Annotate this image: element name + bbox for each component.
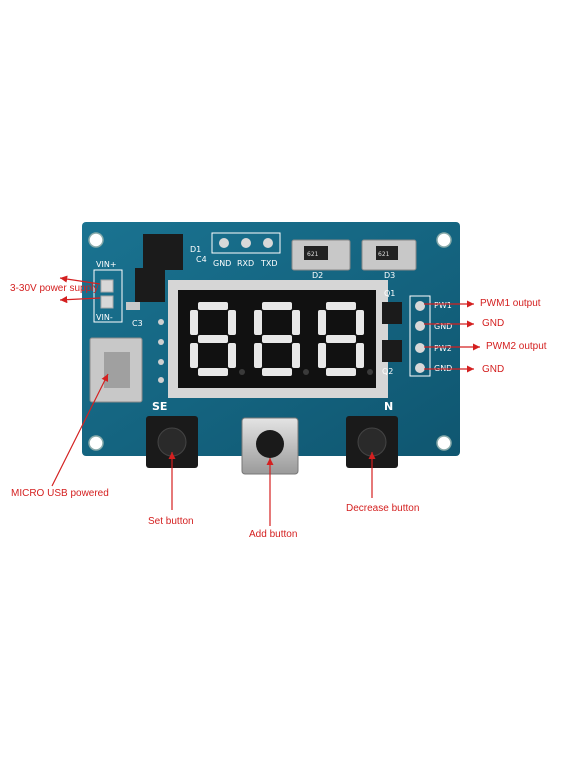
digit-2-segment-g xyxy=(262,335,292,343)
silk-d2: D2 xyxy=(312,271,323,280)
digit-2-segment-f xyxy=(254,310,262,335)
silk-c3: C3 xyxy=(132,319,143,328)
silk-q2: Q2 xyxy=(382,367,393,376)
silk-set: SE xyxy=(152,400,167,413)
resistor-d3 xyxy=(376,246,398,260)
callout-gnd-2: GND xyxy=(482,364,505,375)
callout-add-button: Add button xyxy=(249,529,298,540)
via xyxy=(158,377,164,383)
silk-rxd: RXD xyxy=(237,259,254,268)
mounting-hole xyxy=(436,232,452,248)
output-header-frame xyxy=(409,295,431,377)
silk-pwm1: PW1 xyxy=(434,301,452,310)
digit-2-segment-d xyxy=(262,368,292,376)
silk-txd: TXD xyxy=(260,259,278,268)
set-button-cap xyxy=(157,427,187,457)
callout-power-supply: 3-30V power supply xyxy=(10,283,99,294)
add-button-cap xyxy=(256,430,284,458)
resistor-d3-code: 621 xyxy=(378,251,390,258)
callout-micro-usb: MICRO USB powered xyxy=(11,488,109,499)
resistor-d2 xyxy=(304,246,328,260)
vin-plus-pad xyxy=(100,279,114,293)
callout-arrows xyxy=(51,275,480,526)
digit-1-segment-c xyxy=(228,343,236,368)
gnd-pad-1 xyxy=(415,321,425,331)
arrow-power-supply-up xyxy=(59,275,101,285)
silk-d1: D1 xyxy=(190,245,201,254)
resistor-d2-code: 621 xyxy=(307,251,319,258)
vin-pad-frame xyxy=(93,269,123,323)
mounting-hole xyxy=(88,232,104,248)
micro-usb-opening xyxy=(104,352,130,388)
decrease-button-cap xyxy=(357,427,387,457)
silk-gnd-1: GND xyxy=(434,322,452,331)
silk-c4: C4 xyxy=(196,255,207,264)
digit-3-segment-f xyxy=(318,310,326,335)
arrow-micro-usb xyxy=(51,373,109,487)
silk-d3: D3 xyxy=(384,271,395,280)
digit-3-segment-b xyxy=(356,310,364,335)
callout-pwm2-output: PWM2 output xyxy=(486,341,547,352)
callout-gnd-1: GND xyxy=(482,318,505,329)
pwm1-pad xyxy=(415,301,425,311)
silk-n: N xyxy=(384,400,393,413)
digit-2-segment-c xyxy=(292,343,300,368)
digit-3-segment-a xyxy=(326,302,356,310)
silk-gnd: GND xyxy=(213,259,231,268)
seven-segment-digits xyxy=(190,302,373,376)
arrow-power-supply-down xyxy=(59,296,101,304)
mounting-hole xyxy=(88,435,104,451)
digit-2-segment-a xyxy=(262,302,292,310)
silk-q1: Q1 xyxy=(384,289,395,298)
digit-2-segment-b xyxy=(292,310,300,335)
digit-3-segment-e xyxy=(318,343,326,368)
via xyxy=(158,339,164,345)
callout-decrease-button: Decrease button xyxy=(346,503,420,514)
callout-pwm1-output: PWM1 output xyxy=(480,298,541,309)
transistor-q1 xyxy=(382,302,402,324)
gnd-pad-2 xyxy=(415,363,425,373)
digit-1-segment-a xyxy=(198,302,228,310)
pwm2-pad xyxy=(415,343,425,353)
uart-header-frame xyxy=(211,232,281,254)
digit-3-segment-g xyxy=(326,335,356,343)
digit-2-segment-e xyxy=(254,343,262,368)
uart-pad xyxy=(241,238,251,248)
mounting-hole xyxy=(436,435,452,451)
smd-pad xyxy=(126,302,140,310)
silk-vin-minus: VIN- xyxy=(96,313,113,322)
digit-1-segment-b xyxy=(228,310,236,335)
vin-minus-pad xyxy=(100,295,114,309)
via xyxy=(158,359,164,365)
silk-vin-plus: VIN+ xyxy=(96,260,117,269)
digit-1-segment-e xyxy=(190,343,198,368)
callout-set-button: Set button xyxy=(148,516,194,527)
digit-1-segment-g xyxy=(198,335,228,343)
digit-1-decimal-point xyxy=(239,369,245,375)
digit-1-segment-d xyxy=(198,368,228,376)
digit-2-decimal-point xyxy=(303,369,309,375)
digit-3-decimal-point xyxy=(367,369,373,375)
silk-pwm2: PW2 xyxy=(434,344,452,353)
regulator-chip xyxy=(135,268,165,302)
via xyxy=(158,319,164,325)
regulator-chip xyxy=(143,234,183,270)
digit-1-segment-f xyxy=(190,310,198,335)
uart-pad xyxy=(219,238,229,248)
uart-pad xyxy=(263,238,273,248)
transistor-q2 xyxy=(382,340,402,362)
digit-3-segment-c xyxy=(356,343,364,368)
digit-3-segment-d xyxy=(326,368,356,376)
